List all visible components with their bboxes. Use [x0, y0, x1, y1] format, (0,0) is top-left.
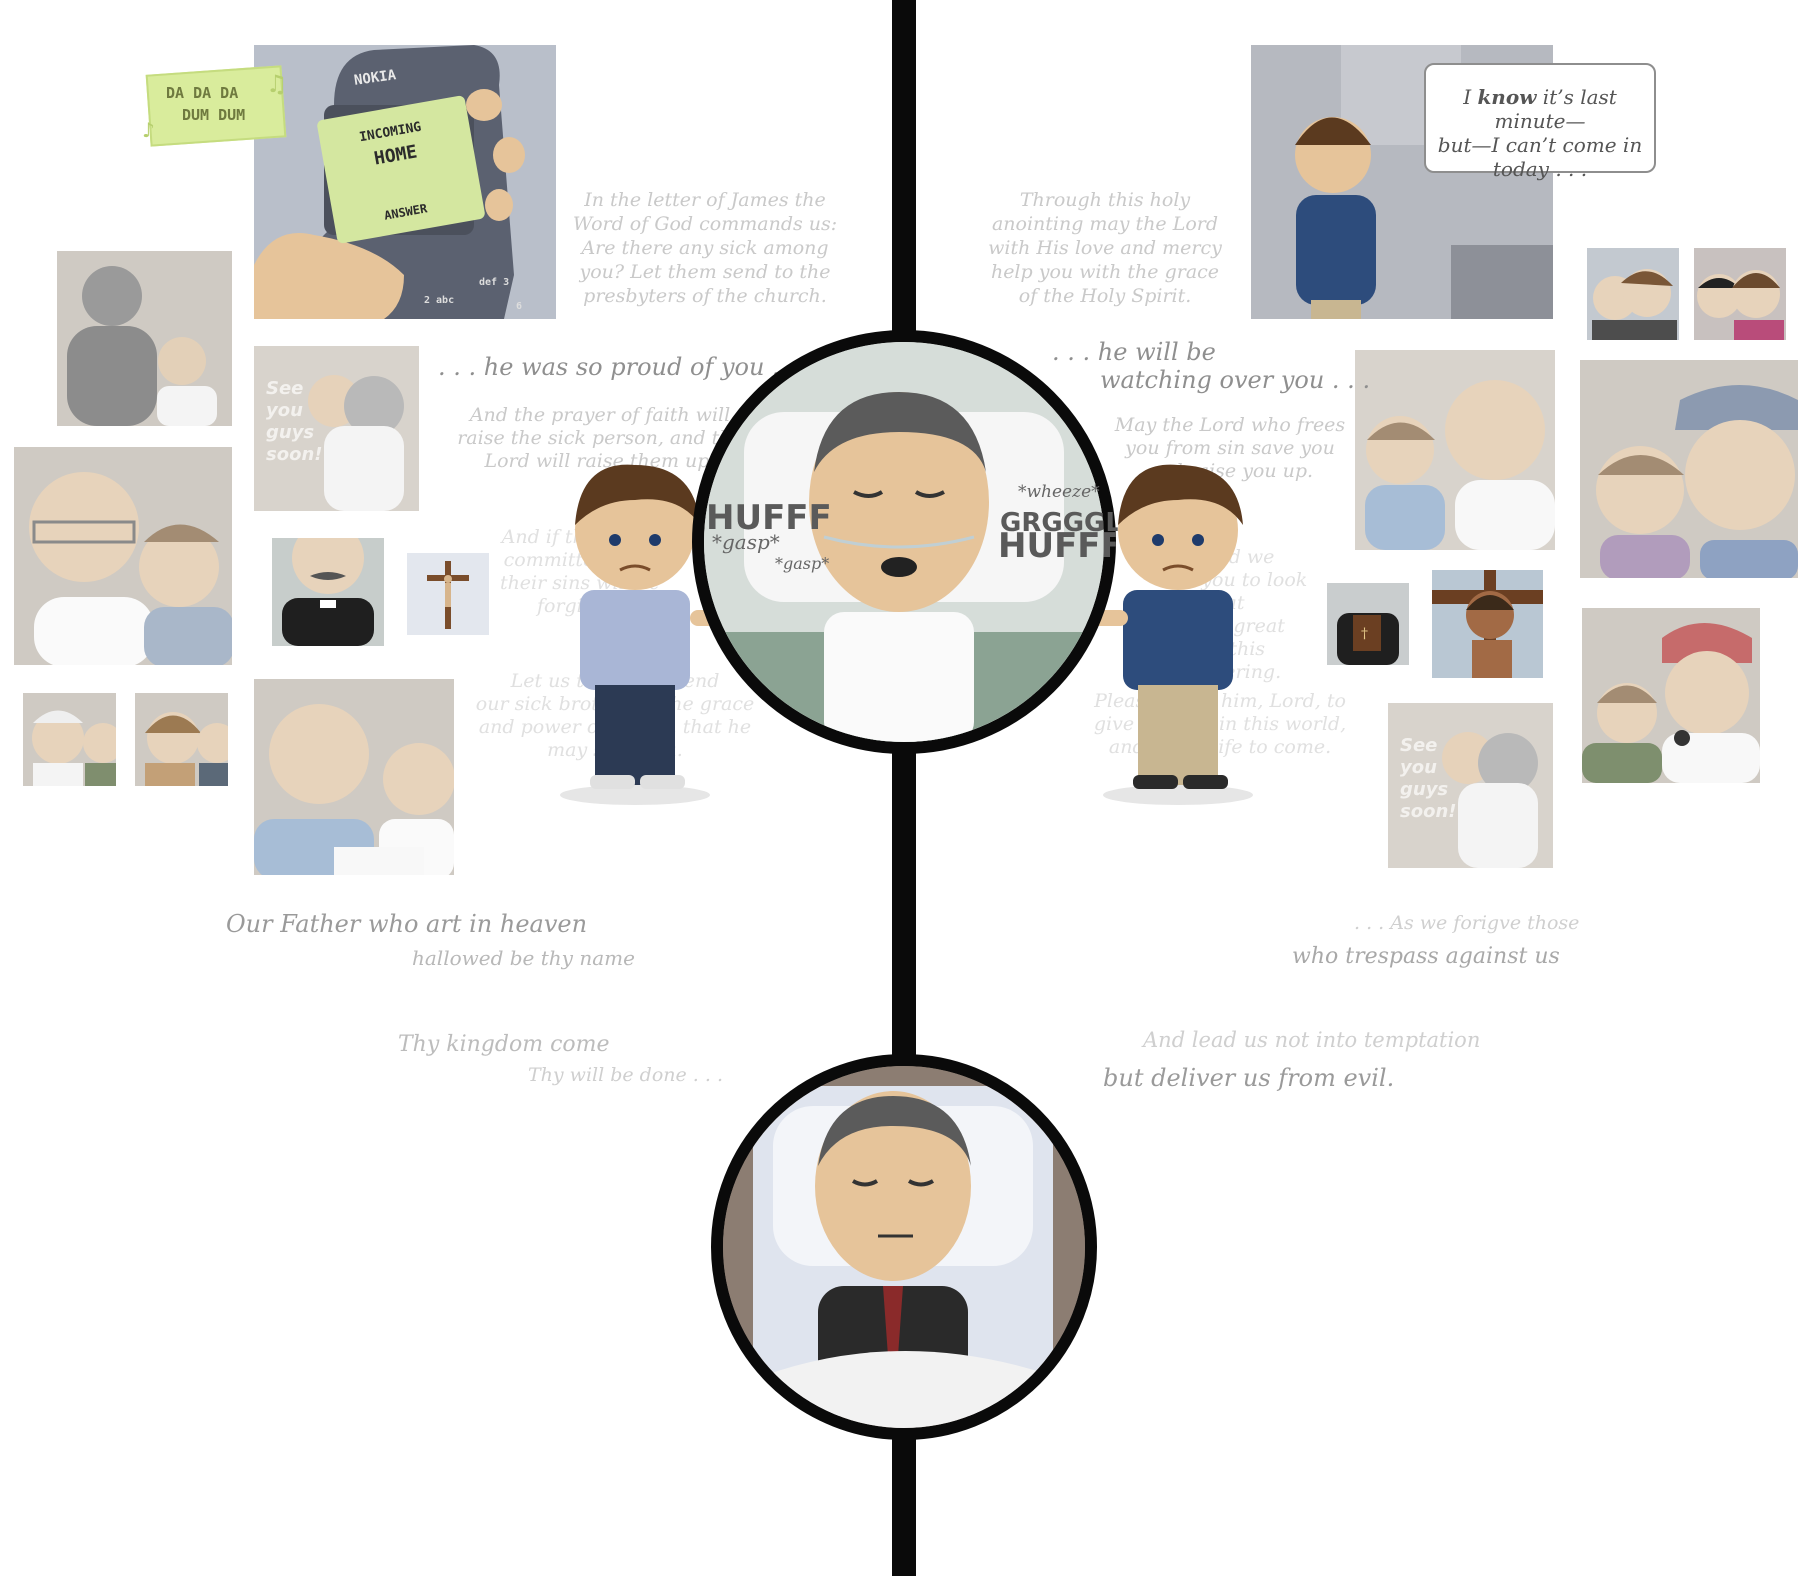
memory-panel-grieving-couple-2: [135, 693, 228, 786]
memory-panel-grandpa-laughing: [14, 447, 232, 665]
lords-prayer-line-6: who trespass against us: [1292, 944, 1560, 969]
lords-prayer-line-5: . . . As we forigve those: [1354, 912, 1580, 934]
right-memory-quote-line-2: watching over you . . .: [1100, 366, 1371, 394]
svg-text:†: †: [1361, 626, 1368, 642]
lords-prayer-line-7: And lead us not into temptation: [1143, 1028, 1481, 1052]
memory-panel-grieving-siblings-2: [1694, 248, 1786, 340]
deathbed-circle: [692, 330, 1116, 754]
memory-panel-grandpa-cap: [1580, 360, 1798, 578]
sfx-gasp-1: *gasp*: [712, 530, 780, 554]
casket-circle: [711, 1054, 1097, 1440]
left-memory-quote: . . . he was so proud of you . . .: [438, 353, 811, 381]
memory-panel-grieving-couple-1: [23, 693, 116, 786]
sfx-wheeze: *wheeze*: [1018, 482, 1100, 502]
memory-panel-bible: †: [1327, 583, 1409, 665]
sfx-huff-right: HUFFF: [998, 526, 1124, 566]
lords-prayer-line-4: Thy will be done . . .: [528, 1064, 723, 1086]
lords-prayer-line-1: Our Father who art in heaven: [226, 910, 588, 938]
right-memory-quote-line-1: . . . he will be: [1052, 338, 1216, 366]
memory-panel-crucifix: [407, 553, 489, 635]
grandpa-casket-illustration: [723, 1066, 1085, 1428]
memory-panel-grandpa-clapping: [1355, 350, 1555, 550]
phone-screen: [316, 94, 486, 245]
music-note-icon: ♪: [142, 118, 155, 142]
phone-key-2: 2 abc: [424, 295, 455, 306]
sfx-grgggl: GRGGGLE: [1000, 508, 1140, 538]
timeline-spine-top: [892, 0, 916, 360]
speech-line-1: I know it’s last minute—: [1463, 85, 1617, 133]
ringtone-line-2: DUM DUM: [182, 106, 246, 124]
ringtone-line-1: DA DA DA: [166, 84, 239, 102]
memory-panel-priest: [272, 538, 384, 646]
speech-line-3: today . . .: [1492, 157, 1588, 181]
lords-prayer-line-3: Thy kingdom come: [398, 1032, 610, 1057]
timeline-spine-mid: [892, 740, 916, 1080]
memory-panel-santa-karaoke: [1582, 608, 1760, 783]
memory-panel-jesus: [1432, 570, 1543, 678]
music-note-icon: ♫: [266, 70, 288, 98]
memory-panel-grieving-siblings-1: [1587, 248, 1679, 340]
phone-key-6: 6: [516, 301, 523, 312]
lords-prayer-line-8: but deliver us from evil.: [1103, 1064, 1395, 1092]
sfx-huff-left: HUFFF: [706, 498, 832, 538]
timeline-spine-bottom: [892, 1420, 916, 1576]
grandson-figure-left: [560, 440, 750, 810]
memory-panel-grandpa-child: [57, 251, 232, 426]
speech-bubble-phone-call: I know it’s last minute— but—I can’t com…: [1424, 63, 1656, 181]
phone-key-3: def 3: [479, 277, 510, 288]
lords-prayer-line-2: hallowed be thy name: [412, 946, 635, 970]
sfx-gasp-2: *gasp*: [775, 554, 830, 573]
phone-panel: NOKIA INCOMING HOME ANSWER 2 abc def 3 6: [254, 45, 556, 319]
memory-panel-drawing: [254, 679, 454, 875]
dying-grandpa-illustration: [704, 342, 1104, 742]
speech-line-2: but—I can’t come in: [1437, 133, 1643, 157]
grandson-figure-right: [1068, 440, 1258, 810]
